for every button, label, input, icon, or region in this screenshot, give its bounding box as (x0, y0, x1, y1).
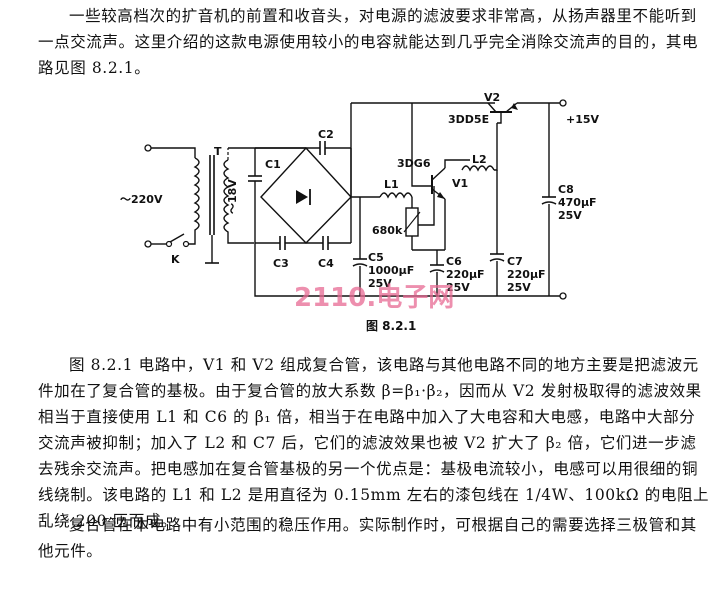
label-c4: C4 (318, 257, 334, 270)
transistor-v2 (487, 102, 518, 113)
label-c8-value: 470μF (558, 196, 597, 209)
label-v2-type: 3DD5E (448, 113, 489, 126)
label-l2: L2 (472, 153, 487, 166)
label-c8-voltage: 25V (558, 209, 582, 222)
label-c3: C3 (273, 257, 289, 270)
label-c5: C5 (368, 251, 384, 264)
inductor-l2 (461, 165, 495, 172)
explanation-paragraph: 图 8.2.1 电路中，V1 和 V2 组成复合管，该电路与其他电路不同的地方主… (38, 356, 710, 530)
label-l1: L1 (384, 178, 399, 191)
label-output: +15V (566, 113, 600, 126)
label-r: 680k (372, 224, 403, 237)
inductor-l1 (379, 192, 413, 199)
label-c6-value: 220μF (446, 268, 485, 281)
figure-caption: 图 8.2.1 (366, 319, 416, 333)
circuit-diagram: ～220V T K ～18V C1 C2 C3 C4 L1 680k C5 10… (120, 91, 600, 333)
label-c6: C6 (446, 255, 462, 268)
label-v1-type: 3DG6 (397, 157, 431, 170)
label-c2: C2 (318, 128, 334, 141)
input-terminal-top (144, 144, 152, 152)
label-c7: C7 (507, 255, 523, 268)
bridge-rectifier (260, 146, 352, 245)
label-input: ～220V (120, 193, 163, 206)
label-c8: C8 (558, 183, 574, 196)
output-terminal-positive (559, 99, 567, 107)
label-switch: K (171, 253, 180, 266)
intro-paragraph: 一些较高档次的扩音机的前置和收音头，对电源的滤波要求非常高，从扬声器里不能听到一… (38, 7, 699, 77)
closing-paragraph: 复合管在本电路中有小范围的稳压作用。实际制作时，可根据自己的需要选择三极管和其他… (38, 516, 697, 560)
input-terminal-bottom (144, 240, 152, 248)
label-transformer: T (214, 145, 222, 158)
label-c7-voltage: 25V (507, 281, 531, 294)
label-secondary: ～18V (226, 179, 239, 214)
label-c7-value: 220μF (507, 268, 546, 281)
output-terminal-ground (559, 292, 567, 300)
label-c5-value: 1000μF (368, 264, 414, 277)
transformer-secondary (223, 159, 230, 234)
label-v2: V2 (484, 91, 500, 104)
transformer-primary (193, 157, 200, 232)
transistor-v1 (431, 167, 446, 200)
label-c1: C1 (265, 158, 281, 171)
label-c5-voltage: 25V (368, 277, 392, 290)
label-c6-voltage: 25V (446, 281, 470, 294)
switch-k (165, 233, 190, 248)
label-v1: V1 (452, 177, 468, 190)
watermark: 2110.电子网 (294, 283, 454, 313)
